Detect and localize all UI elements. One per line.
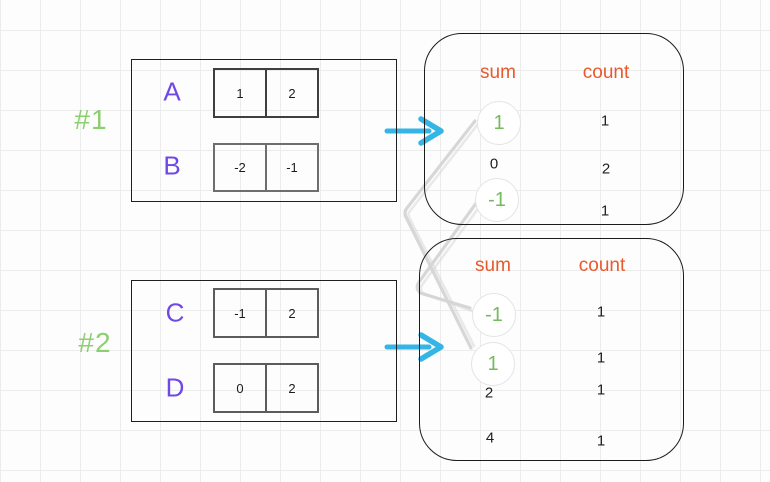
sum-value: -1 — [488, 188, 506, 211]
array-d-cell-1: 2 — [267, 363, 319, 413]
group-1-tag: #1 — [74, 104, 108, 135]
cell-value: 2 — [288, 305, 296, 321]
array-label-a: A — [163, 76, 181, 107]
array-b-cells: -2 -1 — [213, 143, 319, 192]
array-d-cells: 0 2 — [213, 363, 319, 413]
array-c-cells: -1 2 — [213, 288, 319, 338]
table1-sum-circle-neg1: -1 — [475, 178, 519, 222]
result-table-1: sum count 1 1 0 2 -1 1 — [424, 33, 684, 225]
sum-value: -1 — [485, 303, 503, 326]
count-value: 1 — [596, 432, 606, 450]
array-b-cell-0: -2 — [213, 143, 267, 192]
table2-count-header: count — [578, 255, 626, 276]
cell-value: 2 — [288, 380, 296, 396]
table1-sum-header: sum — [480, 62, 516, 83]
cell-value: 1 — [236, 85, 244, 101]
table2-sum-circle-neg1: -1 — [472, 293, 516, 337]
sum-value: 0 — [489, 155, 499, 173]
array-d-cell-0: 0 — [213, 363, 267, 413]
array-label-b: B — [163, 150, 181, 181]
array-a-cell-0: 1 — [213, 68, 267, 118]
group-1-box: A 1 2 B -2 -1 — [131, 59, 397, 202]
count-value: 1 — [600, 202, 610, 220]
array-a-cell-1: 2 — [267, 68, 319, 118]
count-value: 2 — [601, 160, 611, 178]
array-label-c: C — [165, 297, 185, 328]
sum-value: 1 — [487, 352, 499, 375]
array-b-cell-1: -1 — [267, 143, 319, 192]
group-2-tag: #2 — [78, 327, 112, 358]
count-value: 1 — [600, 112, 610, 130]
array-c-cell-1: 2 — [267, 288, 319, 338]
arrow-group2-to-table2 — [384, 332, 444, 362]
count-value: 1 — [596, 381, 606, 399]
cell-value: 2 — [288, 85, 296, 101]
sum-value: 1 — [493, 111, 505, 134]
table1-sum-circle-1: 1 — [477, 101, 521, 145]
cell-value: -1 — [286, 160, 298, 175]
count-value: 1 — [596, 303, 606, 321]
array-a-cells: 1 2 — [213, 68, 319, 118]
count-value: 1 — [596, 349, 606, 367]
group-2-box: C -1 2 D 0 2 — [131, 280, 397, 422]
sum-value: 2 — [484, 384, 494, 402]
cell-value: -2 — [234, 160, 246, 175]
array-label-d: D — [165, 372, 185, 403]
cell-value: 0 — [236, 380, 244, 396]
result-table-2: sum count -1 1 1 1 2 1 4 1 — [419, 238, 684, 461]
array-c-cell-0: -1 — [213, 288, 267, 338]
table2-sum-header: sum — [475, 255, 511, 276]
cell-value: -1 — [234, 305, 246, 321]
table2-sum-circle-1: 1 — [471, 342, 515, 386]
arrow-group1-to-table1 — [384, 116, 444, 146]
connector-sum1-to-sum1 — [403, 119, 480, 350]
table1-count-header: count — [582, 62, 630, 83]
sum-value: 4 — [485, 429, 495, 447]
